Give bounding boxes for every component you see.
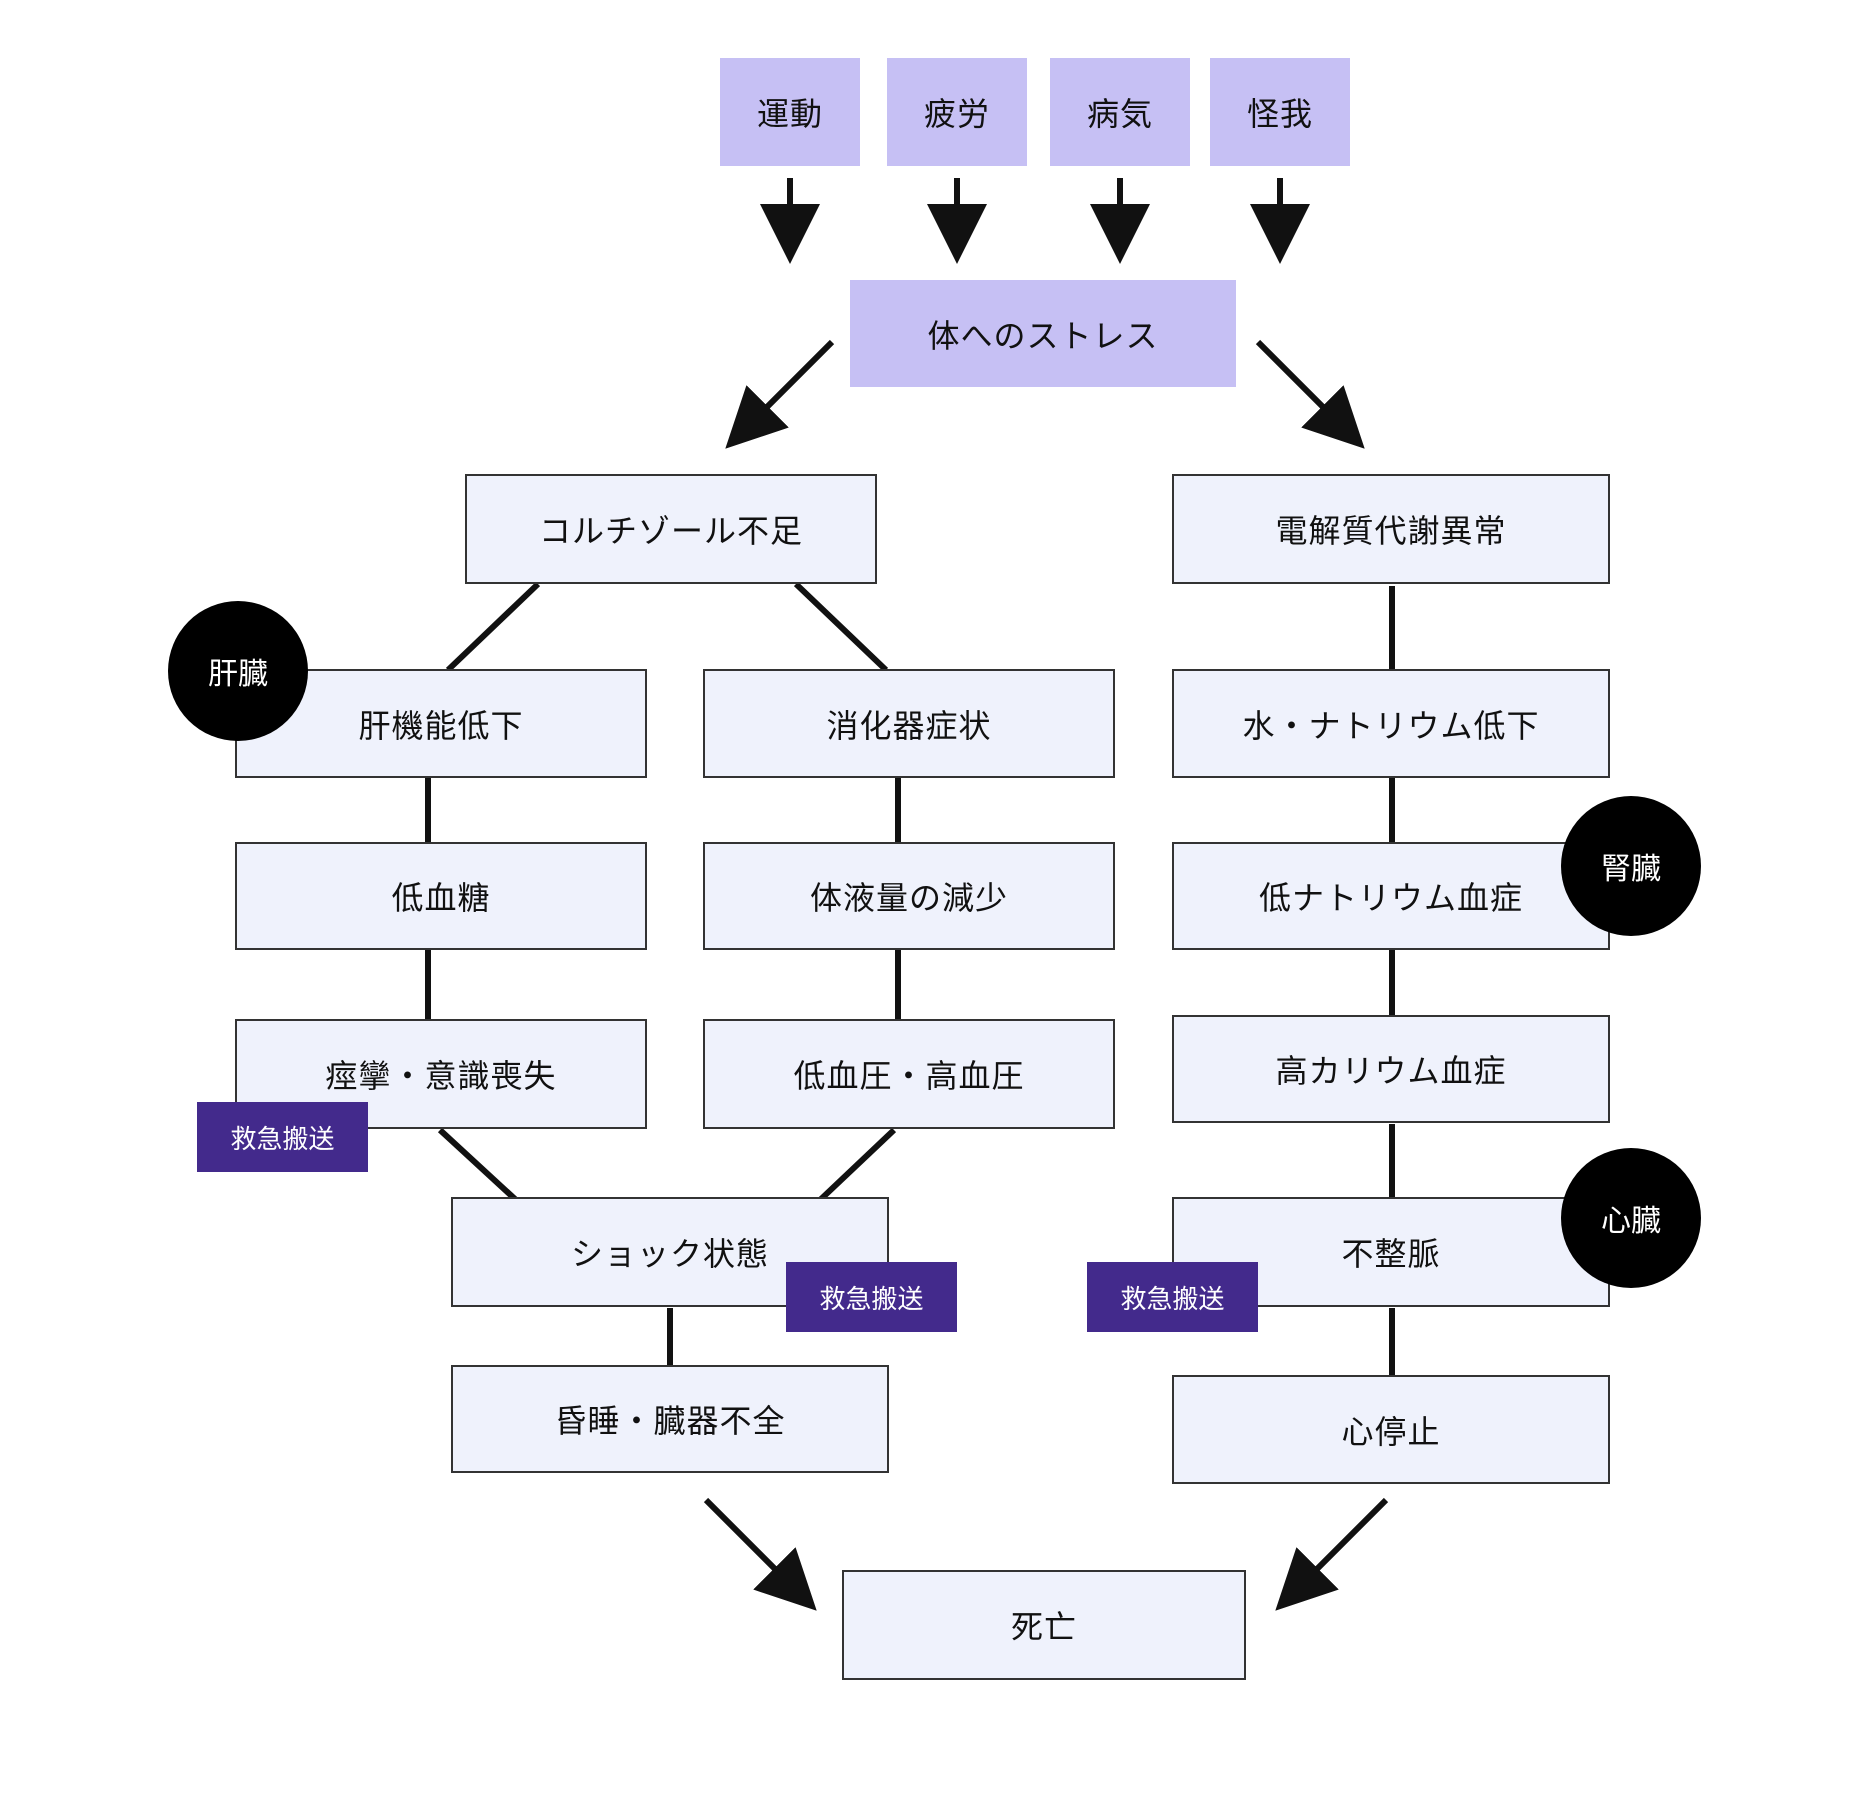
hypoglycemia-node: 低血糖 [235, 842, 647, 950]
emergency-badge-seizure: 救急搬送 [197, 1102, 368, 1172]
cortisol-deficiency-node: コルチゾール不足 [465, 474, 877, 584]
cause-exercise: 運動 [720, 58, 860, 166]
digestive-symptoms-node: 消化器症状 [703, 669, 1115, 778]
cause-illness: 病気 [1050, 58, 1190, 166]
arrow-arrest-death [1275, 1497, 1389, 1611]
organ-heart-badge: 心臓 [1561, 1148, 1701, 1288]
emergency-badge-arrhythmia: 救急搬送 [1087, 1262, 1258, 1332]
hyperkalemia-node: 高カリウム血症 [1172, 1015, 1610, 1123]
arrow-stress-electrolyte [1255, 339, 1365, 449]
line-seizure-shock [437, 1127, 519, 1203]
electrolyte-disorder-node: 電解質代謝異常 [1172, 474, 1610, 584]
water-sodium-loss-node: 水・ナトリウム低下 [1172, 669, 1610, 778]
blood-pressure-node: 低血圧・高血圧 [703, 1019, 1115, 1129]
line-cortisol-digestive [793, 581, 889, 673]
emergency-badge-shock: 救急搬送 [786, 1262, 957, 1332]
line-bp-shock [817, 1127, 897, 1203]
arrow-stress-cortisol [725, 339, 835, 449]
fluid-loss-node: 体液量の減少 [703, 842, 1115, 950]
cardiac-arrest-node: 心停止 [1172, 1375, 1610, 1484]
death-node: 死亡 [842, 1570, 1246, 1680]
coma-organ-failure-node: 昏睡・臓器不全 [451, 1365, 889, 1473]
arrow-coma-death [703, 1497, 817, 1611]
liver-dysfunction-node: 肝機能低下 [235, 669, 647, 778]
organ-kidney-badge: 腎臓 [1561, 796, 1701, 936]
cause-injury: 怪我 [1210, 58, 1350, 166]
organ-liver-badge: 肝臓 [168, 601, 308, 741]
line-cortisol-liver [445, 581, 541, 673]
hyponatremia-node: 低ナトリウム血症 [1172, 842, 1610, 950]
stress-node: 体へのストレス [850, 280, 1236, 387]
cause-fatigue: 疲労 [887, 58, 1027, 166]
